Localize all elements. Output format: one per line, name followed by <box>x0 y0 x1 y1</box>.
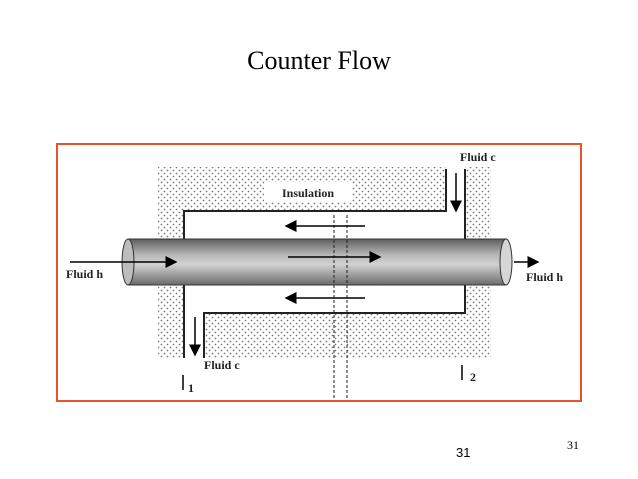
counter-flow-diagram: Insulation Fluid h Fluid h Fluid c Fluid… <box>56 143 582 402</box>
diagram-svg: Insulation Fluid h Fluid h Fluid c Fluid… <box>66 150 563 400</box>
fluid-c-outlet-label: Fluid c <box>204 358 240 372</box>
insulation-label-box <box>264 182 352 202</box>
shell-wall-top <box>183 169 447 239</box>
cold-outlet-channel <box>184 309 204 358</box>
fluid-h-inlet-label: Fluid h <box>66 267 103 281</box>
fluid-c-inlet-label: Fluid c <box>460 150 496 164</box>
page-number-right: 31 <box>567 438 579 452</box>
fluid-h-outlet-label: Fluid h <box>526 270 563 284</box>
inner-tube <box>127 238 507 286</box>
station-2-label: 2 <box>470 370 476 384</box>
page-number-center: 31 <box>456 445 471 460</box>
tube-outlet-end <box>499 238 513 286</box>
insulation-label: Insulation <box>282 186 334 200</box>
station-1-label: 1 <box>188 381 194 395</box>
slide-title: Counter Flow <box>247 46 391 75</box>
